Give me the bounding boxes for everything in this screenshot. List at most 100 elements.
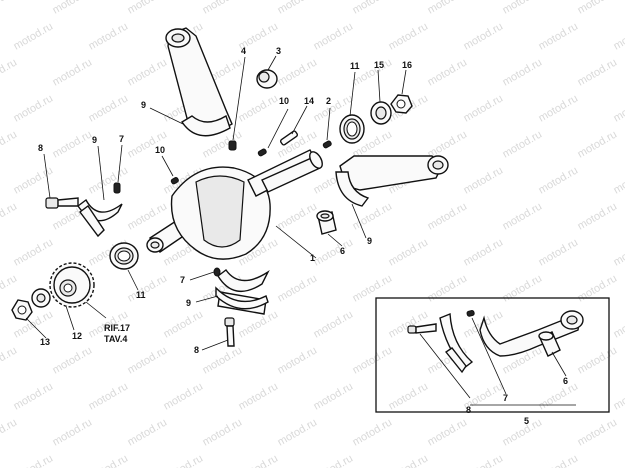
watermark-text: motod.ru: [162, 452, 206, 468]
callout-12: 12: [72, 331, 82, 341]
callout-15: 15: [374, 60, 384, 70]
watermark-text: motod.ru: [426, 416, 470, 448]
callout-7-upper: 7: [119, 134, 124, 144]
watermark-text: motod.ru: [612, 164, 625, 196]
watermark-text: motod.ru: [201, 416, 245, 448]
watermark-text: motod.ru: [51, 344, 95, 376]
watermark-text: motod.ru: [51, 0, 95, 17]
watermark-text: motod.ru: [0, 56, 19, 88]
watermark-text: motod.ru: [501, 0, 545, 17]
watermark-text: motod.ru: [537, 236, 581, 268]
dowel-pin: [228, 140, 237, 151]
callout-1: 1: [310, 253, 315, 263]
watermark-text: motod.ru: [537, 452, 581, 468]
watermark-text: motod.ru: [0, 200, 19, 232]
thrust-washer-right: [339, 114, 365, 144]
watermark-text: motod.ru: [387, 236, 431, 268]
watermark-text: motod.ru: [276, 56, 320, 88]
callout-7-lower: 7: [180, 275, 185, 285]
bolt-lower: [224, 317, 235, 347]
callout-11-left: 11: [136, 290, 146, 300]
connecting-rod-upper: [165, 27, 233, 137]
watermark-text: motod.ru: [387, 380, 431, 412]
pin-left: [113, 182, 121, 194]
watermark-text: motod.ru: [426, 272, 470, 304]
callout-9-top: 9: [141, 100, 146, 110]
crank-gear: [49, 262, 95, 308]
callout-9-lower: 9: [186, 298, 191, 308]
watermark-text: motod.ru: [426, 0, 470, 17]
watermark-text: motod.ru: [501, 416, 545, 448]
watermark-text: motod.ru: [462, 92, 506, 124]
watermark-text: motod.ru: [576, 56, 620, 88]
watermark-text: motod.ru: [537, 92, 581, 124]
callout-2: 2: [326, 96, 331, 106]
thrust-washer-left: [109, 242, 139, 270]
bearing-cap-lower: [215, 269, 270, 315]
watermark-text: motod.ru: [12, 92, 56, 124]
watermark-text: motod.ru: [237, 380, 281, 412]
callout-8-upper: 8: [38, 143, 43, 153]
connecting-rod-lower: [335, 155, 449, 207]
watermark-text: motod.ru: [51, 416, 95, 448]
watermark-text: motod.ru: [576, 200, 620, 232]
watermark-text: motod.ru: [126, 200, 170, 232]
watermark-text: motod.ru: [12, 20, 56, 52]
watermark-text: motod.ru: [126, 56, 170, 88]
watermark-text: motod.ru: [462, 452, 506, 468]
watermark-text: motod.ru: [51, 128, 95, 160]
watermark-text: motod.ru: [387, 452, 431, 468]
watermark-text: motod.ru: [351, 416, 395, 448]
watermark-text: motod.ru: [612, 92, 625, 124]
bearing-right: [370, 101, 392, 125]
callout-9-left: 9: [92, 135, 97, 145]
watermark-text: motod.ru: [537, 164, 581, 196]
watermark-text: motod.ru: [576, 416, 620, 448]
watermark-text: motod.ru: [537, 380, 581, 412]
watermark-text: motod.ru: [276, 416, 320, 448]
watermark-text: motod.ru: [576, 344, 620, 376]
watermark-text: motod.ru: [576, 128, 620, 160]
watermark-text: motod.ru: [0, 272, 19, 304]
small-end-bushing: [256, 69, 278, 89]
watermark-text: motod.ru: [12, 164, 56, 196]
callout-6-inset: 6: [563, 376, 568, 386]
watermark-text: motod.ru: [51, 56, 95, 88]
watermark-text: motod.ru: [387, 20, 431, 52]
callout-8-lower: 8: [194, 345, 199, 355]
callout-4: 4: [241, 46, 246, 56]
watermark-text: motod.ru: [387, 308, 431, 340]
rod-bushing: [316, 210, 337, 235]
watermark-text: motod.ru: [312, 20, 356, 52]
watermark-text: motod.ru: [12, 236, 56, 268]
callout-5: 5: [524, 416, 529, 426]
detail-inset: [375, 297, 610, 413]
watermark-text: motod.ru: [0, 416, 19, 448]
callout-13: 13: [40, 337, 50, 347]
watermark-text: motod.ru: [276, 344, 320, 376]
watermark-text: motod.ru: [612, 380, 625, 412]
watermark-text: motod.ru: [351, 0, 395, 17]
watermark-text: motod.ru: [537, 20, 581, 52]
watermark-text: motod.ru: [237, 92, 281, 124]
watermark-text: motod.ru: [576, 272, 620, 304]
watermark-text: motod.ru: [87, 92, 131, 124]
crank-pins: [170, 130, 332, 185]
watermark-text: motod.ru: [501, 56, 545, 88]
watermark-text: motod.ru: [462, 20, 506, 52]
watermark-text: motod.ru: [12, 380, 56, 412]
watermark-text: motod.ru: [162, 308, 206, 340]
watermark-text: motod.ru: [501, 128, 545, 160]
nut-right: [390, 94, 413, 114]
watermark-text: motod.ru: [126, 344, 170, 376]
callout-7-inset: 7: [503, 393, 508, 403]
callout-11-right: 11: [350, 61, 360, 71]
watermark-text: motod.ru: [426, 200, 470, 232]
callout-9-right: 9: [367, 236, 372, 246]
watermark-text: motod.ru: [501, 200, 545, 232]
callout-3: 3: [276, 46, 281, 56]
watermark-text: motod.ru: [612, 308, 625, 340]
callout-10-upper: 10: [279, 96, 289, 106]
